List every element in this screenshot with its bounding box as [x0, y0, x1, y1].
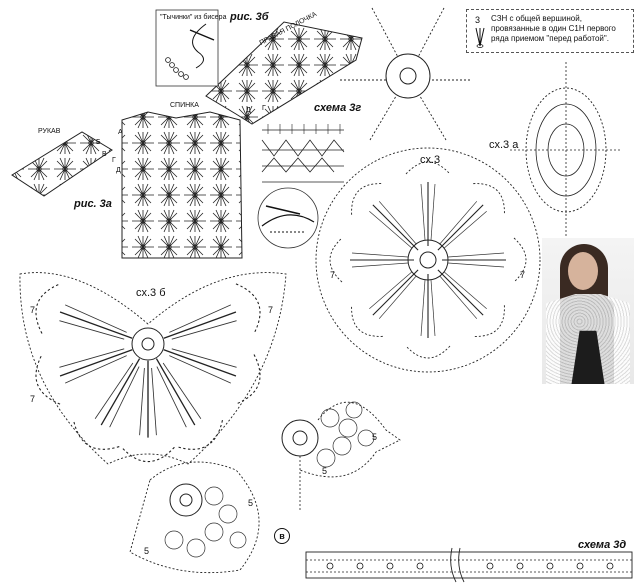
shell-motif — [281, 401, 401, 510]
row-number: 7 — [520, 270, 526, 280]
scheme-3g — [261, 124, 345, 183]
edge-letter: Д — [246, 107, 251, 114]
sleeve-pattern — [11, 131, 113, 197]
row-number: 7 — [330, 270, 336, 280]
row-number: 5 — [144, 546, 150, 556]
row-number: 5 — [372, 432, 378, 442]
label-scheme3d: схема 3д — [578, 539, 627, 551]
row-number: 7 — [268, 305, 274, 315]
top-flower — [340, 7, 470, 141]
edge-letter: Г — [112, 157, 116, 164]
edge-letter: Г — [262, 105, 266, 112]
right-front-pattern — [205, 21, 363, 125]
edge-letter: Д — [116, 167, 121, 174]
label-beads: "Тычинки" из бисера — [160, 14, 227, 21]
legend-text: СЗН с общей вершиной, провязанные в один… — [491, 14, 616, 43]
label-fig3a: рис. 3а — [74, 198, 112, 210]
row-number: 5 — [248, 498, 254, 508]
back-pattern — [121, 111, 243, 259]
motif-sx3a — [510, 62, 622, 238]
label-scheme3g: схема 3г — [314, 102, 362, 114]
edge-letter: А — [118, 129, 123, 136]
scheme-3d-strip — [305, 547, 633, 583]
legend-number: 3 — [475, 15, 481, 25]
bead-stamen-sketch — [155, 9, 219, 87]
medallion-sx3 — [315, 147, 541, 373]
shell-motif-bottom — [129, 461, 260, 574]
row-number: 5 — [322, 466, 328, 476]
label-fig3b: рис. 3б — [230, 11, 269, 23]
triple-stitch-icon — [475, 27, 485, 48]
edge-letter: В — [102, 151, 107, 158]
hook-sketch — [257, 187, 319, 249]
motif-sx3b — [19, 272, 287, 465]
photo-face — [568, 252, 598, 290]
circle-label-v: в — [274, 528, 290, 544]
label-back: СПИНКА — [170, 102, 199, 109]
edge-letter: Б — [96, 139, 101, 146]
row-number: 7 — [30, 394, 36, 404]
legend-box: 3 СЗН с общей вершиной, провязанные в од… — [466, 9, 634, 53]
label-sx3a: сх.3 а — [489, 139, 519, 151]
label-sleeve: РУКАВ — [38, 128, 61, 135]
model-photo — [542, 238, 634, 384]
row-number: 7 — [30, 305, 36, 315]
label-sx3b: сх.3 б — [136, 287, 166, 299]
label-sx3: сх.3 — [420, 154, 441, 166]
